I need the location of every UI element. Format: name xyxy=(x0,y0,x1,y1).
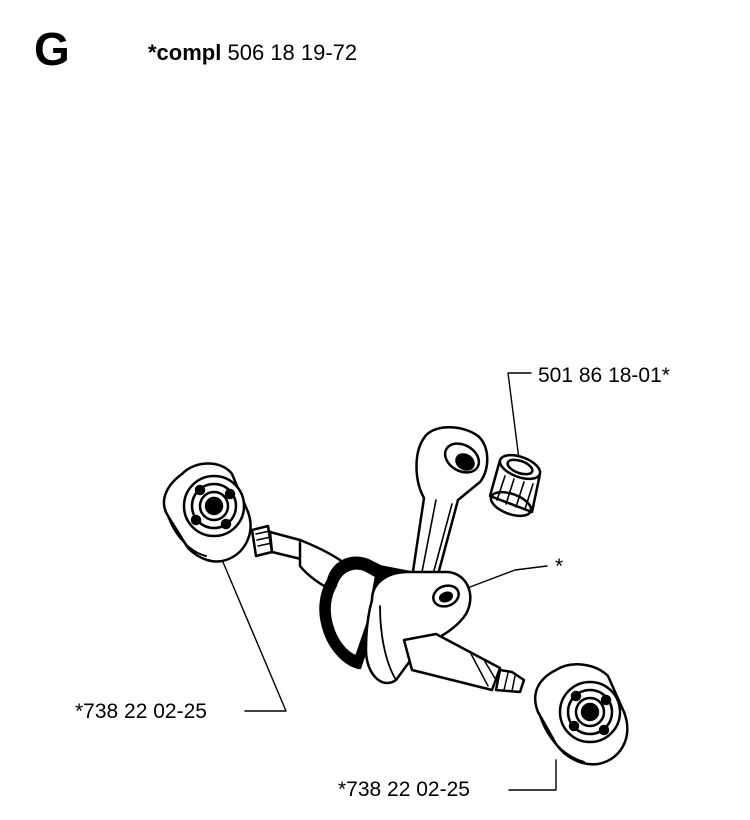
group-letter: G xyxy=(34,23,70,75)
leader-bearing-left xyxy=(219,554,287,712)
leader-needle-bearing xyxy=(507,372,532,468)
part-label-ball-bearing-right: *738 22 02-25 xyxy=(338,778,470,801)
leader-bearing-right xyxy=(508,759,557,791)
ball-bearing-right xyxy=(533,663,629,766)
part-label-crankshaft: * xyxy=(555,555,564,578)
assembly-prefix: *compl xyxy=(148,40,222,65)
part-label-ball-bearing-left: *738 22 02-25 xyxy=(75,700,207,723)
assembly-part-number: 506 18 19-72 xyxy=(227,40,358,65)
leader-lines xyxy=(219,372,557,791)
part-label-needle-bearing: 501 86 18-01* xyxy=(538,364,670,387)
leader-crankshaft xyxy=(469,565,548,588)
crankshaft xyxy=(250,426,526,694)
ball-bearing-left xyxy=(162,462,252,563)
assembly-number: *compl 506 18 19-72 xyxy=(148,42,357,64)
needle-bearing xyxy=(488,453,542,518)
